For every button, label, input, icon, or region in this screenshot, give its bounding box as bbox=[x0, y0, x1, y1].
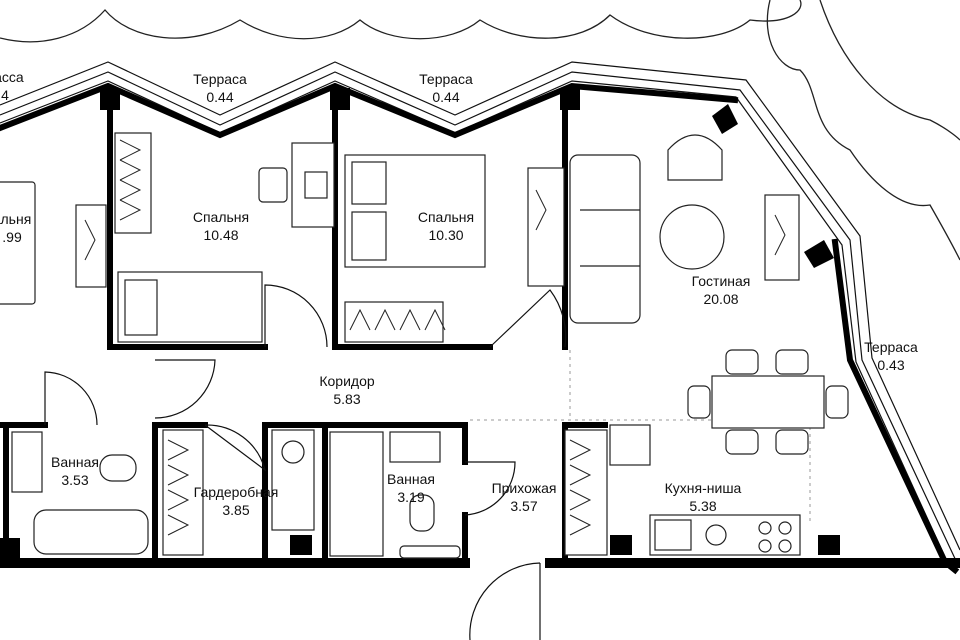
room-name: Ванная bbox=[387, 471, 435, 487]
shower bbox=[329, 431, 384, 557]
zone-lines bbox=[470, 350, 811, 525]
room-area: 10.30 bbox=[428, 227, 464, 243]
room-name: Гостиная bbox=[691, 273, 751, 289]
bed-left bbox=[0, 181, 36, 305]
room-label-corridor: Коридор 5.83 bbox=[319, 372, 374, 408]
closet-bedroom-1 bbox=[114, 132, 152, 234]
room-area: 0.43 bbox=[877, 357, 905, 373]
hangers bbox=[84, 139, 786, 536]
wall-posts bbox=[0, 88, 840, 558]
room-name: альня bbox=[0, 211, 32, 227]
room-label-bathroom-1: Ванная 3.53 bbox=[51, 453, 99, 489]
room-area: 10.48 bbox=[203, 227, 239, 243]
landscape-outline bbox=[0, 0, 960, 261]
room-area: 3.57 bbox=[510, 498, 538, 514]
terrace-railing bbox=[0, 61, 960, 569]
room-label-terrace-2: Терраса 0.44 bbox=[419, 70, 473, 106]
sofa bbox=[569, 154, 641, 324]
coffee-table bbox=[659, 204, 725, 270]
room-name: Кухня-ниша bbox=[664, 480, 742, 496]
room-label-terrace-right: Терраса 0.43 bbox=[864, 338, 918, 374]
room-label-bathroom-2: Ванная 3.19 bbox=[387, 470, 435, 506]
dining-table bbox=[711, 375, 825, 429]
room-name: Терраса bbox=[193, 71, 247, 87]
wardrobe-unit bbox=[75, 204, 107, 288]
cabinet-living bbox=[527, 167, 565, 287]
room-label-terrace-1: Терраса 0.44 bbox=[193, 70, 247, 106]
room-area: 5.38 bbox=[689, 498, 717, 514]
room-label-hallway: Прихожая 3.57 bbox=[492, 479, 557, 515]
room-name: расса bbox=[0, 69, 24, 85]
room-name: Коридор bbox=[319, 373, 375, 389]
room-area: 5.83 bbox=[333, 391, 361, 407]
sink-bathroom-1 bbox=[11, 431, 43, 493]
room-label-wardrobe: Гардеробная 3.85 bbox=[194, 483, 279, 519]
room-area: 3.53 bbox=[61, 472, 89, 488]
room-name: Гардеробная bbox=[193, 484, 279, 500]
bathtub bbox=[33, 509, 149, 555]
room-area: 20.08 bbox=[703, 291, 739, 307]
tv-stand bbox=[764, 194, 800, 281]
door-swings bbox=[44, 284, 567, 640]
kitchen-cabinet bbox=[609, 424, 651, 466]
room-area: 3.85 bbox=[222, 502, 250, 518]
computer bbox=[304, 171, 328, 199]
room-name: Спальня bbox=[192, 209, 250, 225]
room-name: Спальня bbox=[417, 209, 475, 225]
room-area: 4 bbox=[1, 87, 9, 103]
toilet-bathroom-2 bbox=[409, 494, 435, 532]
room-area: .99 bbox=[2, 229, 22, 245]
desk-chair bbox=[258, 167, 288, 203]
room-area: 3.19 bbox=[397, 489, 425, 505]
room-label-bedroom-2: Спальня 10.30 bbox=[418, 208, 474, 244]
sink-bathroom-2 bbox=[389, 431, 441, 463]
room-name: Ванная bbox=[51, 454, 99, 470]
closet-bedroom-2 bbox=[344, 301, 444, 343]
room-name: Терраса bbox=[864, 339, 918, 355]
room-label-bedroom-1: Спальня 10.48 bbox=[193, 208, 249, 244]
room-label-bedroom-left: альня .99 bbox=[0, 210, 31, 246]
toilet-bathroom-1 bbox=[99, 454, 137, 482]
room-label-terrace-left: расса 4 bbox=[0, 68, 24, 104]
armchair bbox=[667, 134, 723, 181]
room-label-living: Гостиная 20.08 bbox=[692, 272, 751, 308]
room-area: 0.44 bbox=[432, 89, 460, 105]
room-area: 0.44 bbox=[206, 89, 234, 105]
room-name: Прихожая bbox=[491, 480, 557, 496]
hallway-wardrobe bbox=[564, 429, 608, 556]
room-label-kitchen: Кухня-ниша 5.38 bbox=[665, 479, 742, 515]
room-name: Терраса bbox=[419, 71, 473, 87]
interior-walls bbox=[0, 89, 608, 563]
